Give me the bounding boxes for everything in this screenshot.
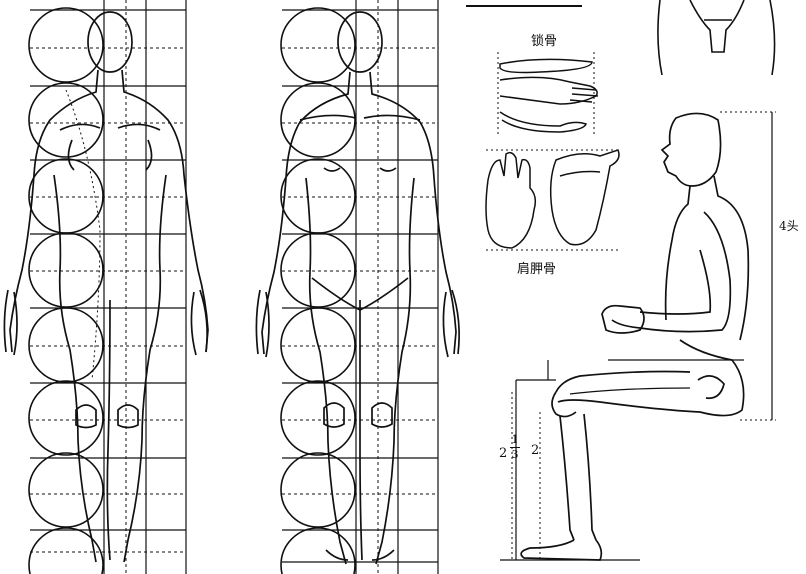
clavicle-and-hand-sketch	[498, 52, 598, 134]
body-outline-front	[256, 12, 459, 564]
mixed-fraction-whole: 2	[499, 446, 507, 461]
figure-front-view	[256, 0, 459, 574]
figure-back-view	[4, 0, 208, 574]
lower-leg-measure-label: 2	[531, 443, 539, 458]
mixed-fraction: 1 3	[510, 434, 520, 461]
fraction-numerator: 1	[512, 433, 519, 446]
fraction-denominator: 3	[512, 448, 519, 461]
seated-figure	[500, 112, 776, 560]
scapula-label: 肩胛骨	[517, 258, 556, 277]
clavicle-label: 锁骨	[531, 30, 557, 49]
body-outline-back	[4, 12, 208, 562]
partial-torso-top	[658, 0, 775, 75]
seated-height-label: 4头	[779, 216, 799, 235]
scapula-and-hand-sketch	[486, 150, 619, 250]
head-unit-circles-right	[281, 8, 355, 574]
